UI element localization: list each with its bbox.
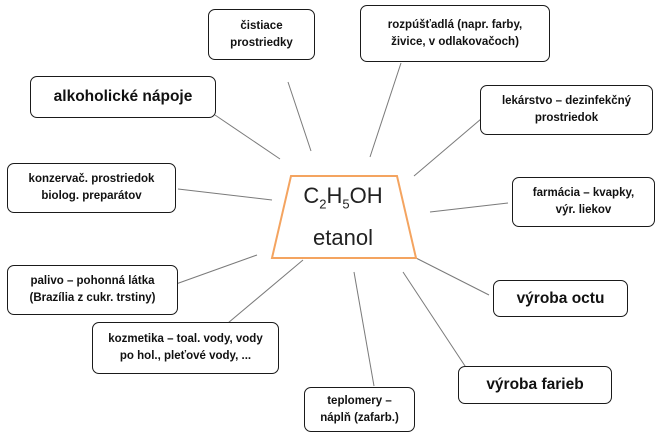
connector-line bbox=[415, 257, 490, 296]
node-kozmetika: kozmetika – toal. vody, vody po hol., pl… bbox=[92, 322, 279, 374]
center-trapezoid bbox=[270, 175, 418, 259]
ethanol-formula: C2H5OH bbox=[303, 182, 383, 212]
connector-line bbox=[287, 81, 312, 152]
node-rozpustadla: rozpúšťadlá (napr. farby, živice, v odla… bbox=[360, 5, 550, 62]
node-cistiace-prostriedky: čistiace prostriedky bbox=[208, 9, 315, 60]
node-vyroba-farieb: výroba farieb bbox=[458, 366, 612, 404]
node-teplomery: teplomery – náplň (zafarb.) bbox=[304, 387, 415, 432]
connector-line bbox=[175, 254, 258, 285]
node-palivo: palivo – pohonná látka (Brazília z cukr.… bbox=[7, 265, 178, 315]
connector-line bbox=[214, 114, 281, 160]
center-node: C2H5OH etanol bbox=[268, 176, 418, 258]
node-konzervac: konzervač. prostriedok biolog. preparáto… bbox=[7, 163, 176, 213]
connector-line bbox=[177, 188, 273, 201]
connector-line bbox=[227, 259, 304, 324]
node-vyroba-octu: výroba octu bbox=[493, 280, 628, 317]
ethanol-name: etanol bbox=[313, 225, 373, 251]
connector-line bbox=[402, 271, 468, 370]
node-farmacia: farmácia – kvapky, výr. liekov bbox=[512, 177, 655, 227]
connector-line bbox=[429, 202, 509, 213]
connector-line bbox=[413, 118, 482, 177]
node-lekarstvo: lekárstvo – dezinfekčný prostriedok bbox=[480, 85, 653, 135]
connector-line bbox=[369, 62, 402, 158]
connector-line bbox=[353, 271, 375, 387]
node-alkoholicke-napoje: alkoholické nápoje bbox=[30, 76, 216, 118]
